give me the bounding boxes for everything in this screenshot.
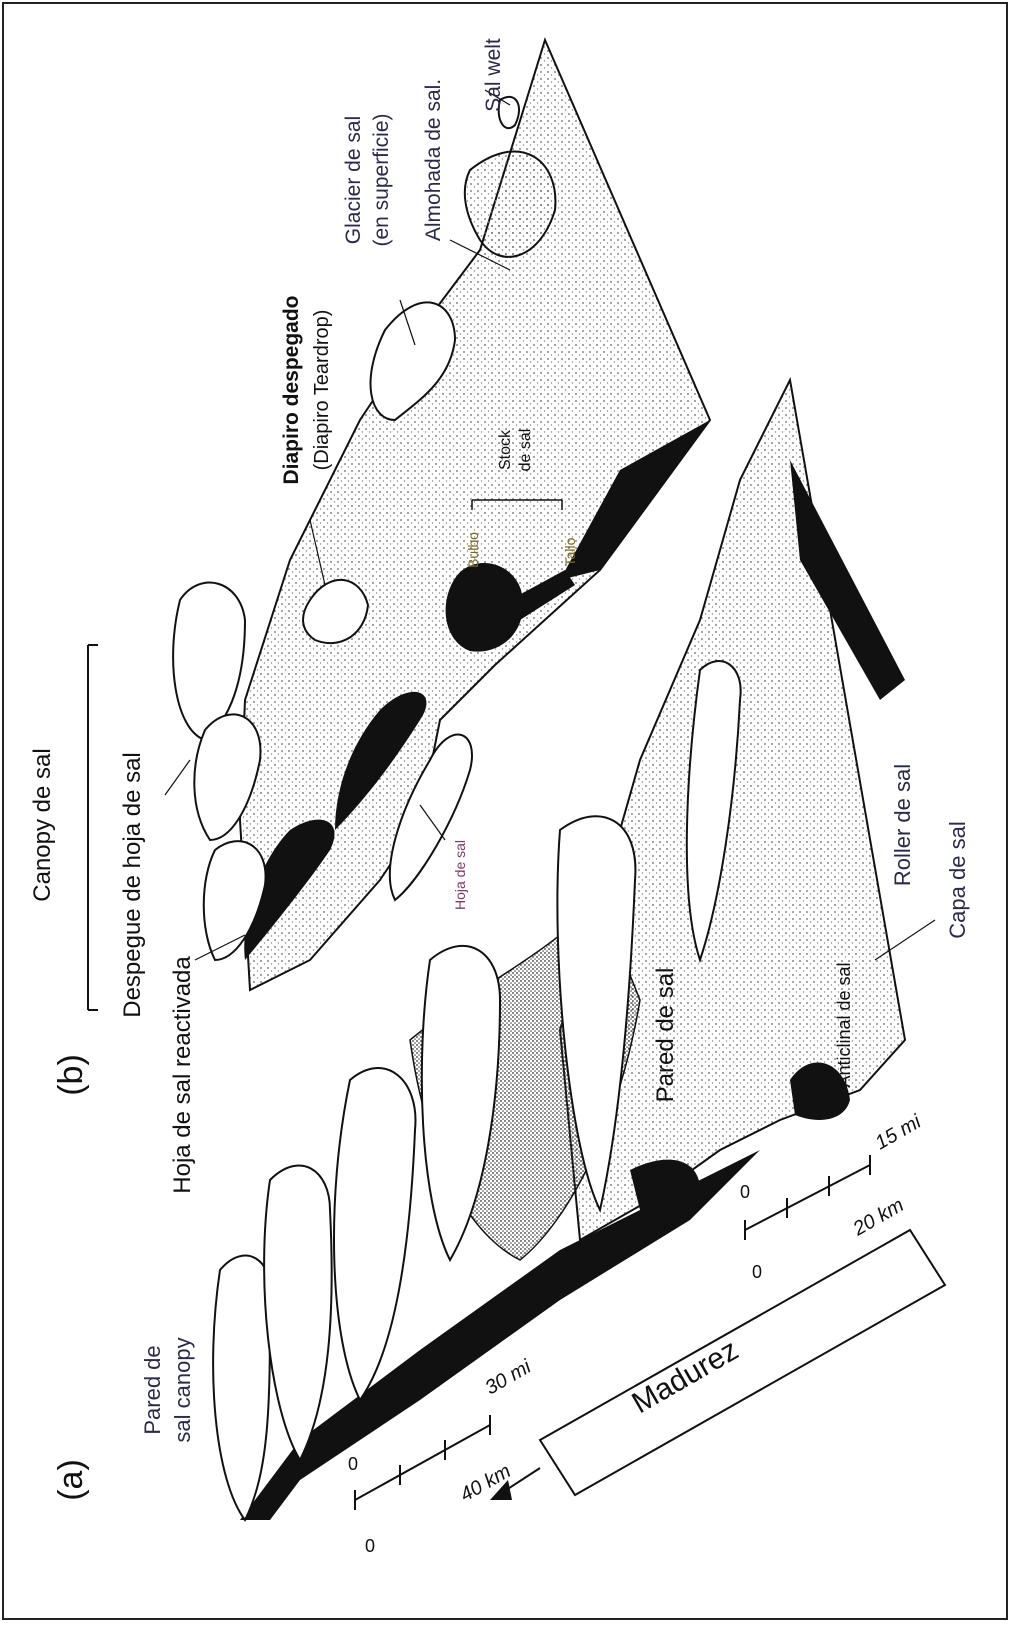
salt-canopy-sheets <box>173 583 265 960</box>
diapiro-despegado-label: Diapiro despegado <box>280 295 303 484</box>
roller-label: Roller de sal <box>890 764 915 886</box>
stock-line1: Stock <box>497 429 514 470</box>
anticlinal-label: Anticlinal de sal <box>834 962 854 1087</box>
bulbo-label: Bulbo <box>465 532 481 568</box>
tallo-label: Tallo <box>562 537 578 566</box>
salt-wall-1 <box>213 1256 270 1520</box>
sal-welt-label: Sal welt <box>482 38 505 112</box>
pared-de-sal-label: Pared de sal <box>652 968 679 1103</box>
salt-wall-3 <box>334 1068 415 1400</box>
glacier-line1: Glacier de sal <box>342 116 365 244</box>
salt-wall-2 <box>264 1166 332 1460</box>
despegue-hoja-label: Despegue de hoja de sal <box>119 752 146 1018</box>
scale-b-zero-bottom: 0 <box>752 1262 762 1282</box>
scale-b-mi: 15 mi <box>872 1111 926 1155</box>
pared-canopy-line2: sal canopy <box>170 1337 195 1442</box>
leader-despegue <box>165 760 190 795</box>
stock-line2: de sal <box>517 429 534 472</box>
scale-a-mi: 30 mi <box>482 1356 536 1400</box>
capa-label: Capa de sal <box>945 821 970 938</box>
hoja-de-sal-label: Hoja de sal <box>452 840 468 910</box>
almohada-label: Almohada de sal. <box>422 79 445 241</box>
scale-b-km: 20 km <box>849 1194 908 1241</box>
scale-a-zero-top: 0 <box>348 1454 358 1474</box>
diapiro-teardrop-label: (Diapiro Teardrop) <box>311 310 333 471</box>
canopy-bracket <box>88 645 98 1010</box>
panel-a-label: (a) <box>52 1459 90 1501</box>
hoja-reactivada-label: Hoja de sal reactivada <box>169 956 196 1194</box>
pared-canopy-line1: Pared de <box>140 1345 165 1434</box>
canopy-label: Canopy de sal <box>29 748 56 901</box>
glacier-line2: (en superficie) <box>370 113 393 246</box>
scale-a-zero-bottom: 0 <box>365 1536 375 1556</box>
scale-b-zero-top: 0 <box>740 1182 750 1202</box>
panel-b-label: (b) <box>52 1054 90 1096</box>
salt-stock-bulb <box>447 564 522 651</box>
